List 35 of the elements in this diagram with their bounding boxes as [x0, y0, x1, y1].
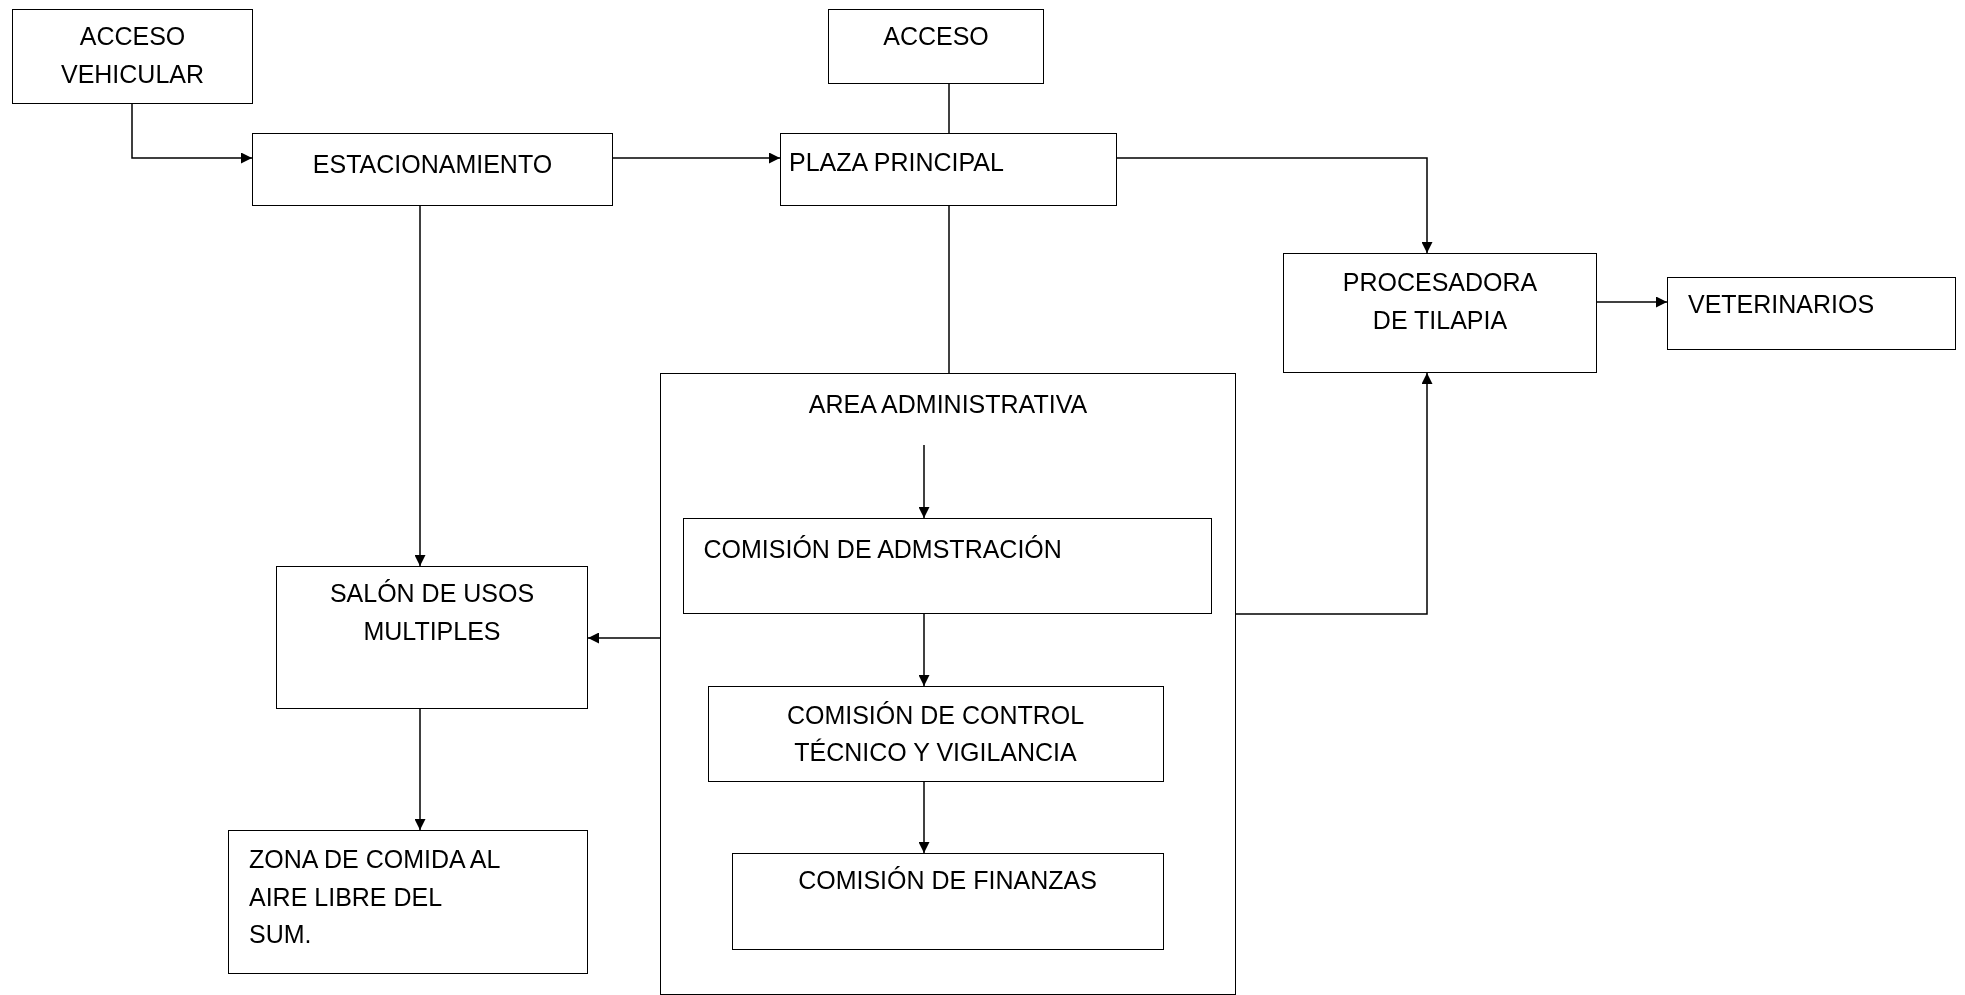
box-label: ESTACIONAMIENTO — [311, 149, 554, 180]
arrow — [1596, 296, 1668, 308]
process-box — [1283, 253, 1597, 373]
box-label: COMISIÓN DE ADMSTRACIÓN — [703, 533, 1063, 565]
box-label: ACCESO VEHICULAR — [59, 21, 206, 90]
arrow — [414, 708, 426, 831]
arrow — [414, 205, 426, 567]
process-box — [660, 373, 1236, 995]
arrow — [1235, 372, 1433, 615]
box-label: ZONA DE COMIDA AL AIRE LIBRE DEL SUM. — [249, 844, 501, 950]
box-label: ACCESO — [882, 21, 990, 52]
process-box — [707, 685, 1164, 782]
box-label: PLAZA PRINCIPAL — [789, 147, 1005, 178]
process-box — [1667, 277, 1956, 350]
box-label: AREA ADMINISTRATIVA — [807, 389, 1089, 420]
box-label: COMISIÓN DE CONTROL TÉCNICO Y VIGILANCIA — [785, 699, 1086, 768]
process-box — [828, 9, 1044, 84]
arrow — [587, 632, 661, 644]
box-label: VETERINARIOS — [1688, 289, 1876, 320]
arrow — [131, 103, 253, 164]
arrow — [918, 613, 930, 687]
process-box — [12, 9, 253, 104]
arrow — [612, 152, 781, 164]
process-box — [731, 852, 1164, 950]
process-box — [682, 517, 1212, 614]
box-label: PROCESADORA DE TILAPIA — [1341, 267, 1539, 336]
process-box — [228, 830, 588, 974]
process-box — [780, 133, 1117, 206]
box-label: COMISIÓN DE FINANZAS — [797, 864, 1098, 896]
arrow — [1116, 157, 1433, 254]
arrow — [918, 444, 930, 519]
process-box — [252, 133, 613, 206]
process-box — [276, 566, 588, 709]
arrow — [918, 781, 930, 854]
box-label: SALÓN DE USOS MULTIPLES — [328, 578, 536, 647]
